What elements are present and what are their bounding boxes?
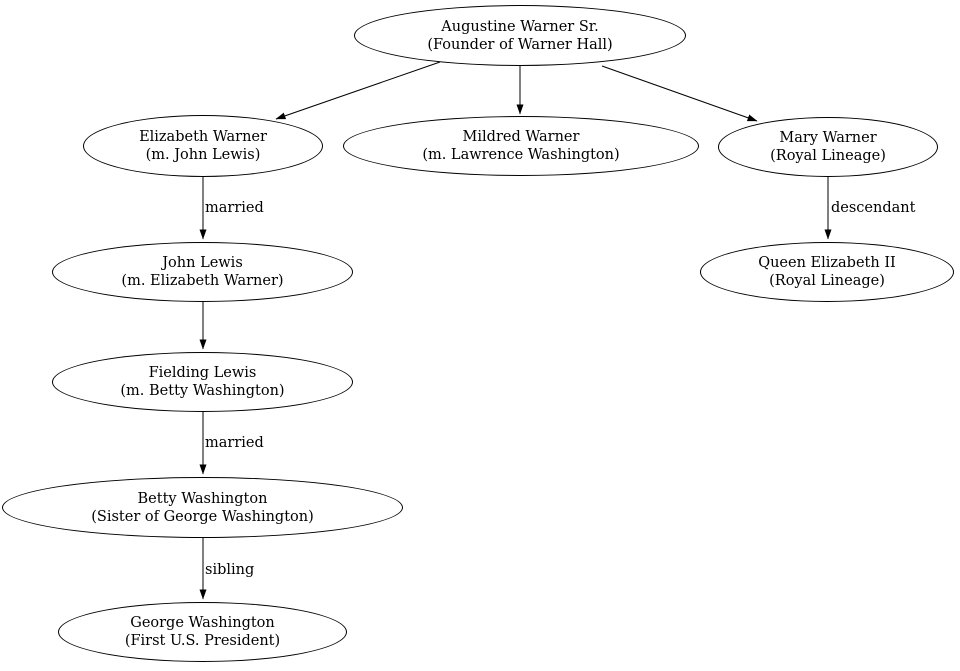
node-john-lewis: John Lewis (m. Elizabeth Warner) — [52, 242, 353, 302]
node-title: Fielding Lewis — [148, 365, 257, 381]
node-title: Betty Washington — [137, 490, 268, 507]
edge-label-descendant-mary-queen: descendant — [831, 200, 916, 216]
node-subtitle: (Royal Lineage) — [770, 148, 886, 164]
node-subtitle: (Founder of Warner Hall) — [427, 36, 613, 53]
node-title: Queen Elizabeth II — [758, 255, 896, 271]
node-subtitle: (m. Elizabeth Warner) — [121, 273, 284, 289]
node-title: George Washington — [130, 615, 275, 631]
node-mary-warner: Mary Warner (Royal Lineage) — [718, 117, 938, 177]
node-fielding-lewis: Fielding Lewis (m. Betty Washington) — [52, 352, 353, 412]
edge-augustine-mary — [601, 65, 758, 122]
node-subtitle: (m. John Lewis) — [145, 147, 261, 163]
node-subtitle: (m. Lawrence Washington) — [422, 147, 620, 163]
node-title: Mildred Warner — [462, 129, 580, 145]
node-subtitle: (Royal Lineage) — [769, 273, 885, 289]
edge-label-married-fielding-betty: married — [205, 435, 264, 451]
node-queen-elizabeth-ii: Queen Elizabeth II (Royal Lineage) — [700, 242, 954, 302]
node-subtitle: (m. Betty Washington) — [120, 383, 285, 399]
node-augustine-warner-sr: Augustine Warner Sr. (Founder of Warner … — [354, 5, 686, 66]
node-title: Mary Warner — [779, 130, 877, 146]
node-subtitle: (Sister of George Washington) — [91, 508, 314, 525]
node-george-washington: George Washington (First U.S. President) — [58, 602, 347, 662]
node-subtitle: (First U.S. President) — [124, 633, 281, 649]
node-title: Elizabeth Warner — [139, 129, 267, 145]
edge-label-married-elizabeth-john: married — [205, 200, 264, 216]
edge-augustine-elizabeth — [275, 61, 441, 120]
node-betty-washington: Betty Washington (Sister of George Washi… — [2, 477, 403, 538]
node-elizabeth-warner: Elizabeth Warner (m. John Lewis) — [83, 115, 323, 177]
node-title: John Lewis — [162, 255, 243, 271]
edge-label-sibling-betty-george: sibling — [205, 562, 255, 578]
node-title: Augustine Warner Sr. — [441, 18, 599, 35]
node-mildred-warner: Mildred Warner (m. Lawrence Washington) — [343, 116, 699, 176]
